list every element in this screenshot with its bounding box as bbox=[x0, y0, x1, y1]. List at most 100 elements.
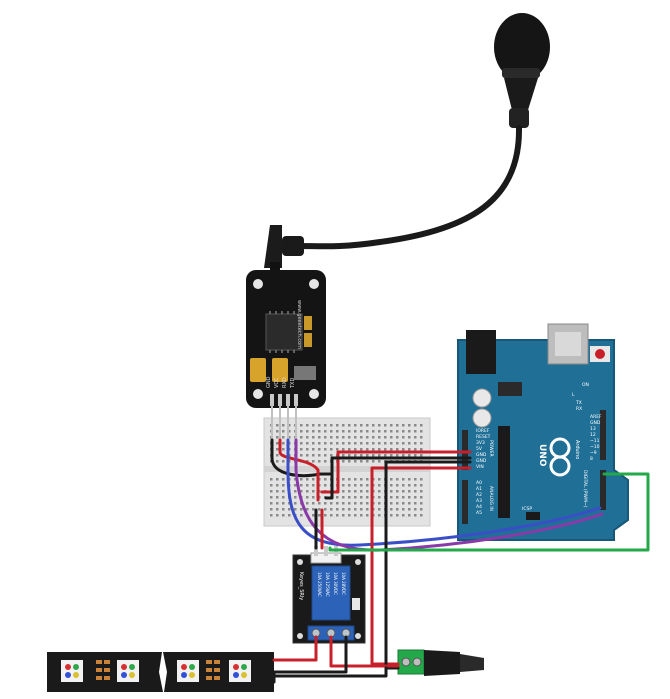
breadboard-hole bbox=[306, 442, 309, 445]
breadboard-hole bbox=[354, 448, 357, 451]
breadboard-hole bbox=[408, 484, 411, 487]
voice-pin bbox=[286, 394, 290, 406]
breadboard-hole bbox=[402, 436, 405, 439]
breadboard-hole bbox=[408, 448, 411, 451]
voice-module-capacitor bbox=[250, 358, 266, 382]
breadboard-hole bbox=[396, 502, 399, 505]
breadboard-hole bbox=[276, 508, 279, 511]
breadboard-hole bbox=[402, 502, 405, 505]
breadboard-hole bbox=[360, 502, 363, 505]
breadboard-hole bbox=[360, 436, 363, 439]
breadboard-hole bbox=[366, 478, 369, 481]
voice-pin-label-rxd: RXD bbox=[282, 377, 288, 388]
breadboard-hole bbox=[318, 502, 321, 505]
breadboard-hole bbox=[270, 508, 273, 511]
breadboard-hole bbox=[288, 502, 291, 505]
breadboard-hole bbox=[336, 436, 339, 439]
breadboard-hole bbox=[282, 436, 285, 439]
breadboard-hole bbox=[336, 508, 339, 511]
led-strip bbox=[47, 652, 274, 692]
breadboard-hole bbox=[294, 478, 297, 481]
led-strip-resistor bbox=[96, 668, 102, 672]
breadboard-hole bbox=[420, 454, 423, 457]
breadboard-hole bbox=[276, 484, 279, 487]
breadboard-hole bbox=[318, 448, 321, 451]
breadboard-hole bbox=[330, 448, 333, 451]
breadboard-hole bbox=[348, 502, 351, 505]
arduino-top-label-aref: AREF bbox=[590, 414, 602, 420]
arduino-icsp-label: ICSP bbox=[522, 506, 532, 512]
breadboard-hole bbox=[402, 484, 405, 487]
arduino-top-label-8: 8 bbox=[590, 456, 593, 462]
breadboard-hole bbox=[420, 514, 423, 517]
arduino-digital-label: DIGITAL (PWM~) bbox=[582, 470, 588, 508]
breadboard-hole bbox=[348, 478, 351, 481]
breadboard-hole bbox=[408, 478, 411, 481]
breadboard-hole bbox=[420, 424, 423, 427]
breadboard-hole bbox=[420, 448, 423, 451]
breadboard-hole bbox=[312, 460, 315, 463]
breadboard-hole bbox=[342, 460, 345, 463]
breadboard-hole bbox=[414, 502, 417, 505]
breadboard-hole bbox=[342, 496, 345, 499]
breadboard-hole bbox=[360, 442, 363, 445]
breadboard-hole bbox=[372, 424, 375, 427]
breadboard-hole bbox=[354, 502, 357, 505]
led-die bbox=[189, 672, 195, 678]
breadboard-hole bbox=[408, 424, 411, 427]
breadboard-hole bbox=[390, 454, 393, 457]
microphone bbox=[264, 13, 550, 274]
breadboard-hole bbox=[384, 454, 387, 457]
arduino-top-label-11: ~11 bbox=[590, 438, 600, 444]
breadboard-hole bbox=[390, 478, 393, 481]
breadboard-hole bbox=[372, 442, 375, 445]
breadboard-hole bbox=[324, 514, 327, 517]
breadboard-hole bbox=[390, 514, 393, 517]
breadboard-hole bbox=[420, 478, 423, 481]
breadboard-hole bbox=[342, 430, 345, 433]
dc-power-jack bbox=[397, 649, 484, 676]
breadboard-hole bbox=[300, 448, 303, 451]
breadboard-hole bbox=[378, 454, 381, 457]
breadboard-hole bbox=[318, 424, 321, 427]
breadboard-hole bbox=[408, 442, 411, 445]
led-strip-resistor bbox=[214, 676, 220, 680]
breadboard-hole bbox=[300, 442, 303, 445]
voice-module-chip bbox=[265, 313, 303, 351]
breadboard-hole bbox=[390, 424, 393, 427]
breadboard-hole bbox=[402, 478, 405, 481]
breadboard-hole bbox=[354, 478, 357, 481]
breadboard-hole bbox=[300, 454, 303, 457]
breadboard-hole bbox=[330, 508, 333, 511]
breadboard-hole bbox=[306, 424, 309, 427]
breadboard-hole bbox=[270, 496, 273, 499]
breadboard-hole bbox=[420, 442, 423, 445]
relay-brand: Keyes_SRly bbox=[298, 572, 304, 600]
breadboard-hole bbox=[282, 490, 285, 493]
breadboard-hole bbox=[288, 514, 291, 517]
breadboard-hole bbox=[366, 430, 369, 433]
breadboard-hole bbox=[336, 496, 339, 499]
breadboard-hole bbox=[384, 424, 387, 427]
breadboard-hole bbox=[348, 442, 351, 445]
wire-red-5v bbox=[320, 450, 472, 494]
wire-green-signal bbox=[328, 472, 650, 552]
breadboard-hole bbox=[408, 490, 411, 493]
arduino-analog-label-a3: A3 bbox=[476, 498, 482, 504]
breadboard-hole bbox=[420, 430, 423, 433]
breadboard-hole bbox=[408, 430, 411, 433]
breadboard-hole bbox=[348, 514, 351, 517]
breadboard-hole bbox=[366, 424, 369, 427]
breadboard-hole bbox=[366, 448, 369, 451]
breadboard-hole bbox=[282, 484, 285, 487]
arduino-analog-label-a1: A1 bbox=[476, 486, 482, 492]
breadboard-hole bbox=[420, 502, 423, 505]
voice-pin bbox=[270, 394, 274, 406]
breadboard-hole bbox=[300, 478, 303, 481]
breadboard-hole bbox=[378, 484, 381, 487]
breadboard-hole bbox=[306, 502, 309, 505]
breadboard-hole bbox=[318, 442, 321, 445]
breadboard-hole bbox=[342, 424, 345, 427]
breadboard-hole bbox=[276, 502, 279, 505]
